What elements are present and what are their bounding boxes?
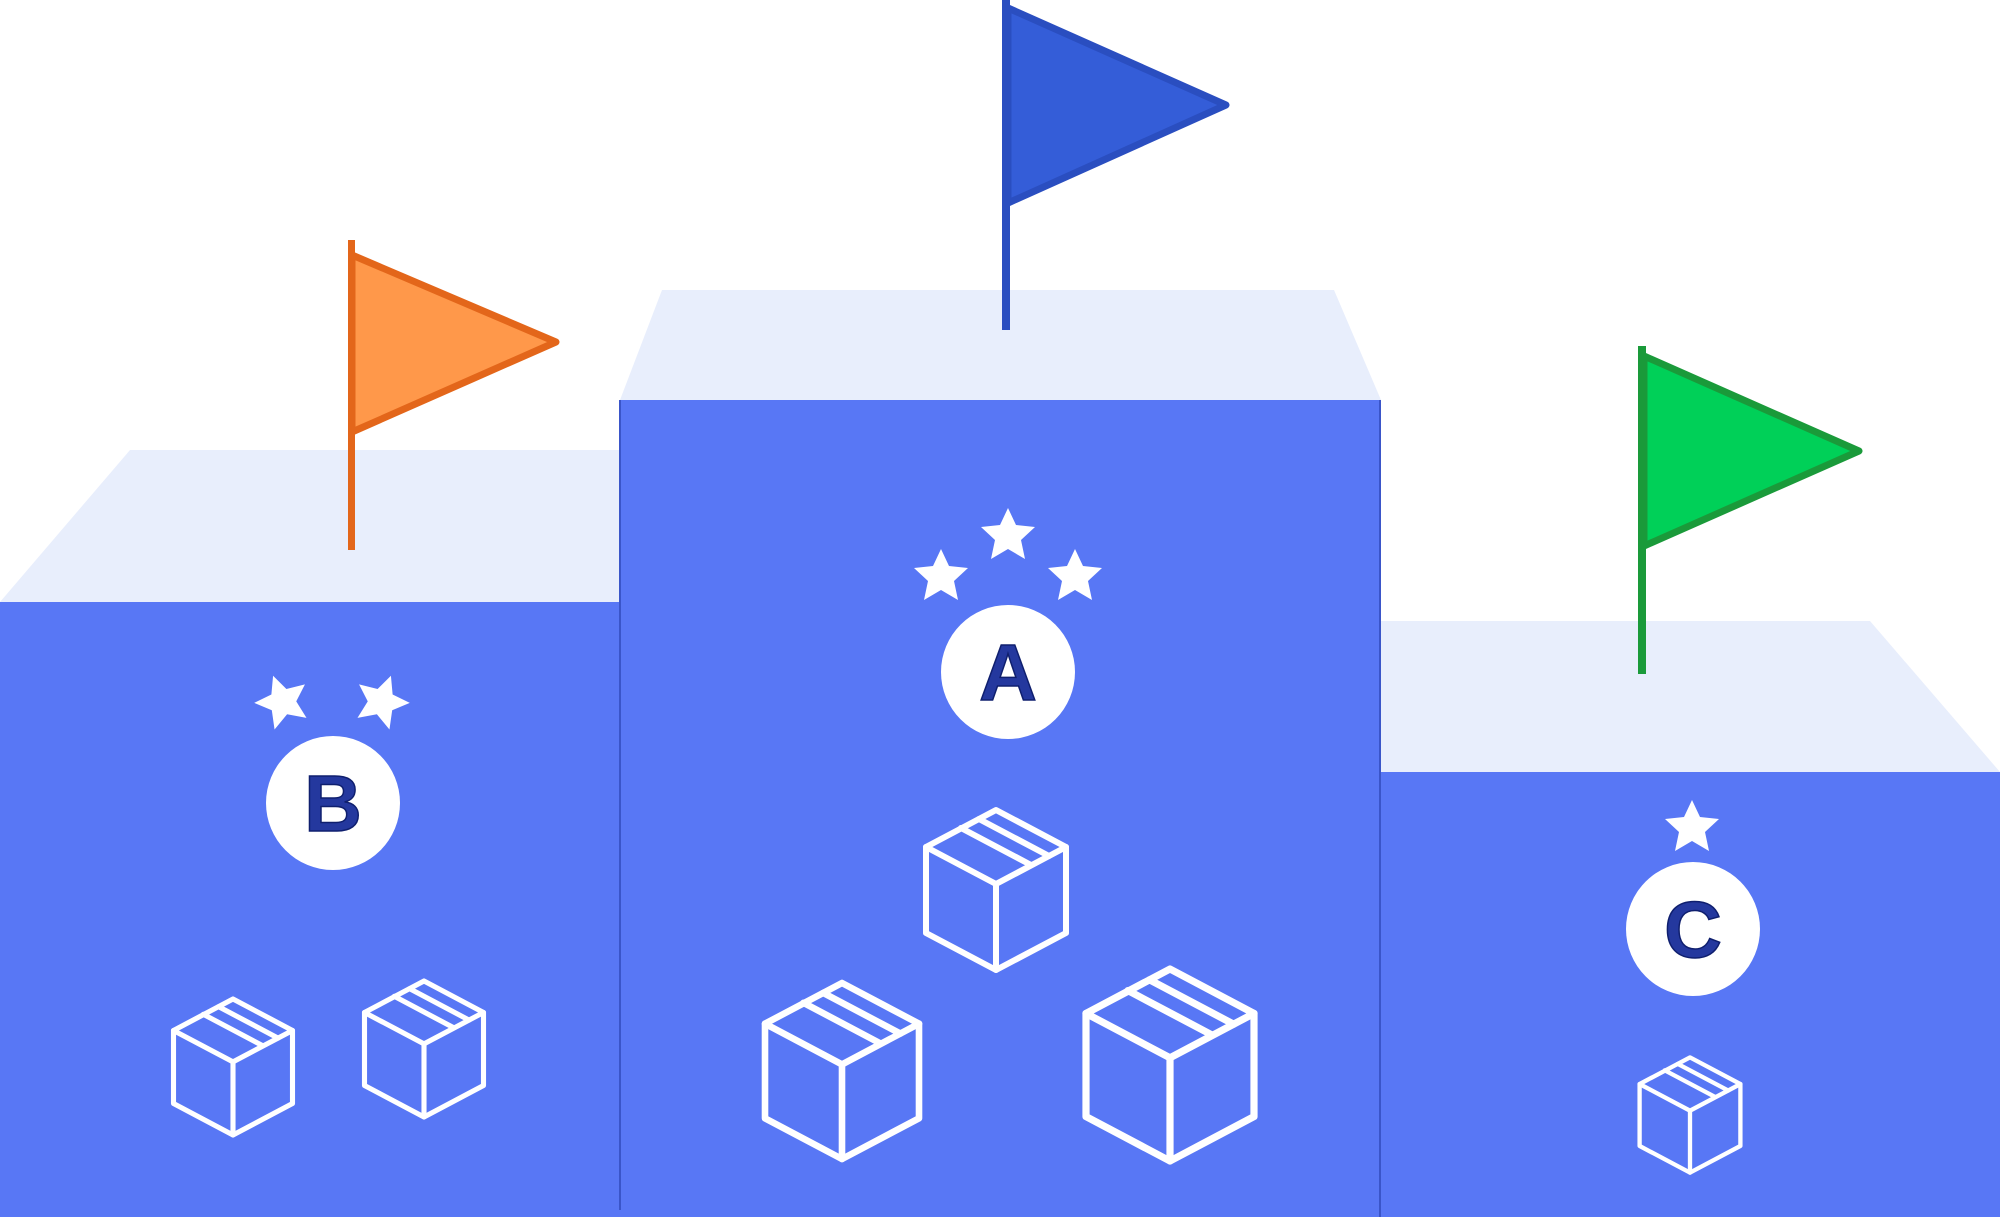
rank-badge-third xyxy=(1626,862,1760,996)
podium-first: A xyxy=(620,0,1381,1217)
flag-third xyxy=(1638,346,1863,674)
rank-letter-second: B xyxy=(304,759,362,848)
podium-second: B xyxy=(0,240,621,1217)
rank-letter-third: C xyxy=(1664,885,1722,974)
rank-letter-first: A xyxy=(979,628,1037,717)
flag-second xyxy=(348,240,560,550)
podium-top-first xyxy=(620,290,1381,400)
rank-badge-first xyxy=(941,605,1075,739)
flag-banner-second xyxy=(348,251,560,436)
podium-third: C xyxy=(1381,346,2000,1217)
flag-banner-third xyxy=(1640,352,1863,550)
podium-top-third xyxy=(1381,621,2000,772)
podium-top-second xyxy=(0,450,620,602)
flag-first xyxy=(1002,0,1230,330)
podium-front-second xyxy=(0,602,621,1217)
rank-badge-second xyxy=(266,736,400,870)
podium-front-first xyxy=(620,400,1381,1217)
flag-banner-first xyxy=(1004,4,1230,207)
